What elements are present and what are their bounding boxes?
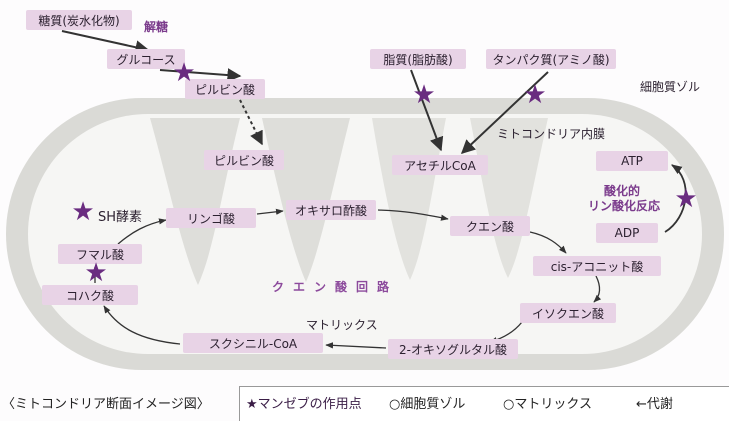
node-glucose: グルコース bbox=[107, 49, 185, 69]
node-citrate: クエン酸 bbox=[450, 216, 530, 236]
star-icon: ★ bbox=[71, 197, 95, 227]
cytosol-label: 細胞質ゾル bbox=[640, 80, 701, 94]
node-succinylcoa: スクシニル-CoA bbox=[183, 333, 323, 353]
arrow-succinylcoa-to-succinate bbox=[103, 305, 181, 345]
legend-star: ★マンゼブの作用点 bbox=[246, 397, 362, 412]
node-pyruvate-matrix: ピルビン酸 bbox=[204, 150, 284, 170]
node-malate: リンゴ酸 bbox=[166, 208, 256, 228]
arrow-pyruvate-into-matrix bbox=[239, 99, 263, 146]
inner-membrane-label: ミトコンドリア内膜 bbox=[497, 127, 606, 141]
arrow-protein-to-acetylcoa bbox=[460, 71, 549, 154]
figure-caption: 〈ミトコンドリア断面イメージ図〉 bbox=[2, 397, 210, 412]
arrow-citrate-to-cisaconitate bbox=[529, 231, 567, 254]
node-ketoglutarate: 2-オキソグルタル酸 bbox=[388, 339, 518, 359]
arrow-lipid-to-acetylcoa bbox=[410, 69, 444, 152]
star-icon: ★ bbox=[674, 184, 698, 214]
matrix-label: マトリックス bbox=[306, 318, 378, 332]
node-adp: ADP bbox=[596, 223, 658, 243]
legend-matrix: ○マトリックス bbox=[503, 397, 592, 412]
legend-cytosol: ○細胞質ゾル bbox=[389, 397, 466, 412]
cristae-right bbox=[470, 118, 548, 278]
node-atp: ATP bbox=[596, 151, 668, 171]
star-icon: ★ bbox=[172, 58, 196, 88]
node-carbohydrate: 糖質(炭水化物) bbox=[26, 10, 132, 30]
legend bbox=[239, 386, 729, 421]
node-isocitrate: イソクエン酸 bbox=[520, 303, 616, 323]
sh-enzyme-label: SH酵素 bbox=[98, 210, 143, 225]
arrow-carbohydrate-to-glucose bbox=[61, 30, 150, 55]
oxphos-label-line1: 酸化的 bbox=[604, 184, 641, 198]
node-oxaloacetate: オキサロ酢酸 bbox=[286, 200, 376, 220]
legend-arrow: ←代謝 bbox=[636, 397, 673, 412]
glycolysis-label: 解糖 bbox=[144, 20, 169, 34]
arrow-oxaloacetate-to-citrate bbox=[377, 209, 449, 221]
node-fumarate: フマル酸 bbox=[58, 244, 142, 264]
arrow-adp-to-atp bbox=[664, 164, 687, 233]
node-acetylcoa: アセチルCoA bbox=[392, 155, 488, 175]
star-icon: ★ bbox=[412, 80, 436, 110]
arrow-glucose-to-pyruvate bbox=[159, 68, 242, 83]
star-icon: ★ bbox=[523, 80, 547, 110]
node-pyruvate-cytosol: ピルビン酸 bbox=[185, 79, 265, 99]
tca-cycle-label: クエン酸回路 bbox=[272, 280, 399, 294]
arrow-fumarate-to-malate bbox=[117, 218, 167, 245]
arrow-cisaconitate-to-isocitrate bbox=[593, 275, 602, 303]
node-cisaconitate: cis-アコニット酸 bbox=[533, 256, 661, 276]
node-succinate: コハク酸 bbox=[42, 285, 138, 305]
oxphos-label-line2: リン酸化反応 bbox=[588, 199, 661, 213]
arrow-ketoglutarate-to-succinylcoa bbox=[325, 342, 387, 349]
node-protein: タンパク質(アミノ酸) bbox=[486, 49, 616, 69]
arrow-malate-to-oxaloacetate bbox=[256, 208, 284, 215]
star-icon: ★ bbox=[84, 258, 108, 288]
node-lipid: 脂質(脂肪酸) bbox=[370, 49, 466, 69]
